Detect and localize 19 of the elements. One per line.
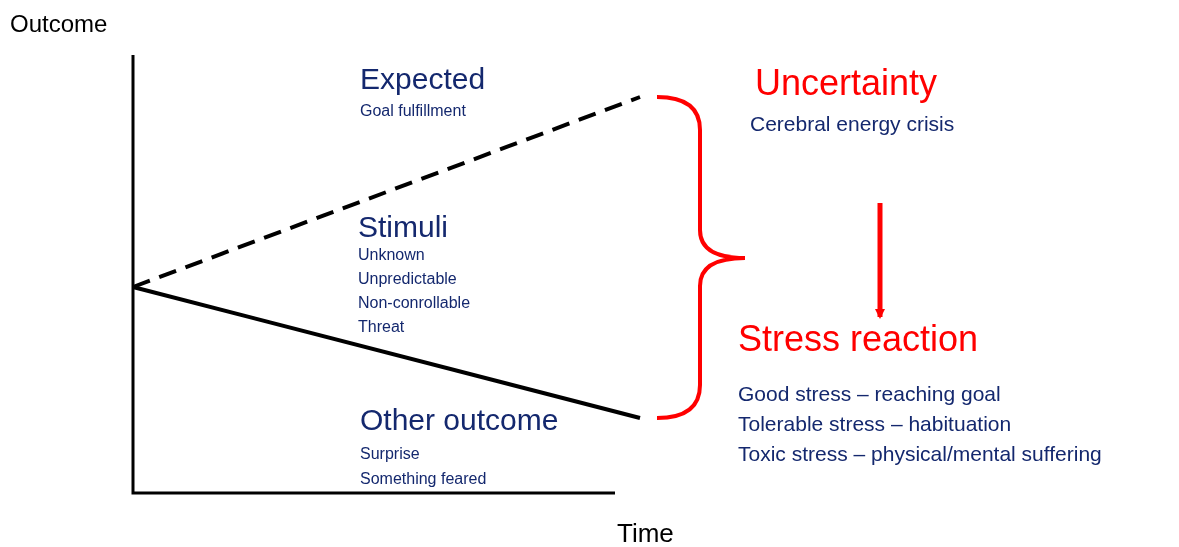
text-line: Toxic stress – physical/mental suffering — [738, 442, 1102, 466]
text-label: Unknown — [358, 246, 425, 265]
heading-label: Time — [617, 519, 674, 547]
text-label: Threat — [358, 318, 405, 337]
heading-label: Other outcome — [360, 403, 559, 438]
text-line: Good stress – reaching goal — [738, 382, 1001, 406]
text-label: Non-conrollable — [358, 294, 471, 313]
text-label: Surprise — [360, 445, 420, 464]
heading: Stress reaction — [738, 318, 979, 360]
text-line: Tolerable stress – habituation — [738, 412, 1012, 436]
arrow — [875, 203, 885, 319]
text-label: Unpredictable — [358, 270, 457, 289]
text-label: Goal fulfillment — [360, 102, 466, 121]
heading: Uncertainty — [755, 62, 938, 104]
heading-label: Stimuli — [358, 210, 448, 245]
heading-label: Outcome — [10, 10, 108, 38]
heading-label: Expected — [360, 62, 486, 97]
text-label: Something feared — [360, 470, 487, 489]
text-line: Cerebral energy crisis — [750, 112, 955, 136]
